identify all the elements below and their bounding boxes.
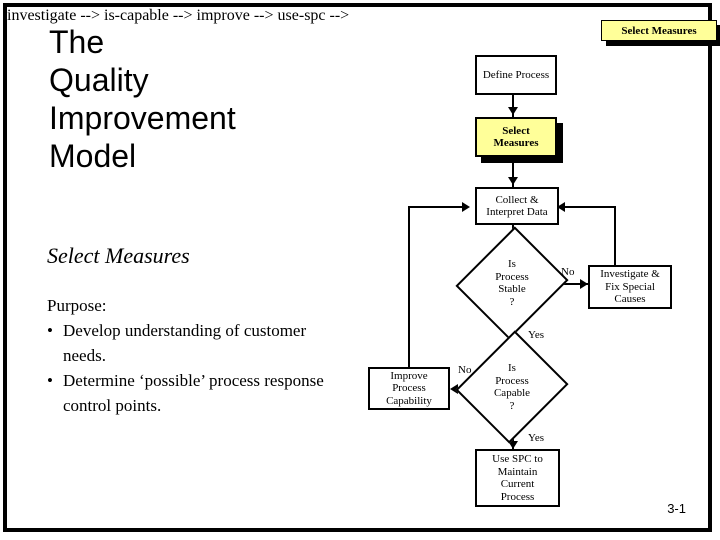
connector-improve-up [408,206,410,368]
purpose-bullet-list: • Develop understanding of customer need… [47,318,347,418]
arrowhead-right-icon [462,202,470,212]
connector-investigate-to-collect [563,206,616,208]
bullet-icon: • [47,371,53,390]
arrowhead-down-icon [508,441,518,449]
arrowhead-down-icon [508,177,518,185]
edge-label-capable-no: No [458,364,472,376]
connector-define-to-select [512,93,514,119]
title-line-2: Quality [49,62,149,98]
page-number: 3-1 [667,501,686,516]
title-line-1: The [49,24,105,60]
flow-node-collect-data[interactable]: Collect &Interpret Data [475,187,559,225]
purpose-block: Purpose: • Develop understanding of cust… [47,293,347,418]
slide-frame: Select Measures The Quality Improvement … [3,3,720,532]
connector-improve-to-collect [408,206,466,208]
arrowhead-down-icon [508,107,518,115]
flow-node-label: Collect &Interpret Data [486,193,548,219]
connector-select-to-collect [512,153,514,189]
bullet-icon: • [47,321,53,340]
arrowhead-left-icon [450,384,458,394]
edge-label-capable-yes: Yes [528,432,545,444]
list-item: • Develop understanding of customer need… [47,318,347,368]
connector-capable-yes [512,428,514,452]
header-chip-label: Select Measures [621,24,697,37]
list-item: • Determine ‘possible’ process response … [47,368,347,418]
purpose-label: Purpose: [47,296,107,315]
title-line-4: Model [49,138,137,174]
arrowhead-right-icon [580,279,588,289]
title-line-3: Improvement [49,100,236,136]
flow-node-label: Define Process [482,68,550,81]
edge-label-stable-yes: Yes [528,329,545,341]
connector-investigate-up [614,206,616,265]
header-chip: Select Measures [601,20,717,41]
page-title: The Quality Improvement Model [49,23,349,175]
flow-node-define-process[interactable]: Define Process [475,55,557,95]
arrowhead-left-icon [557,202,565,212]
edge-label-stable-no: No [561,266,575,278]
section-subheading: Select Measures [47,243,190,268]
purpose-bullet-2: Determine ‘possible’ process response co… [63,371,324,415]
purpose-bullet-1: Develop understanding of customer needs. [63,321,307,365]
connector-stable-no [558,283,588,285]
